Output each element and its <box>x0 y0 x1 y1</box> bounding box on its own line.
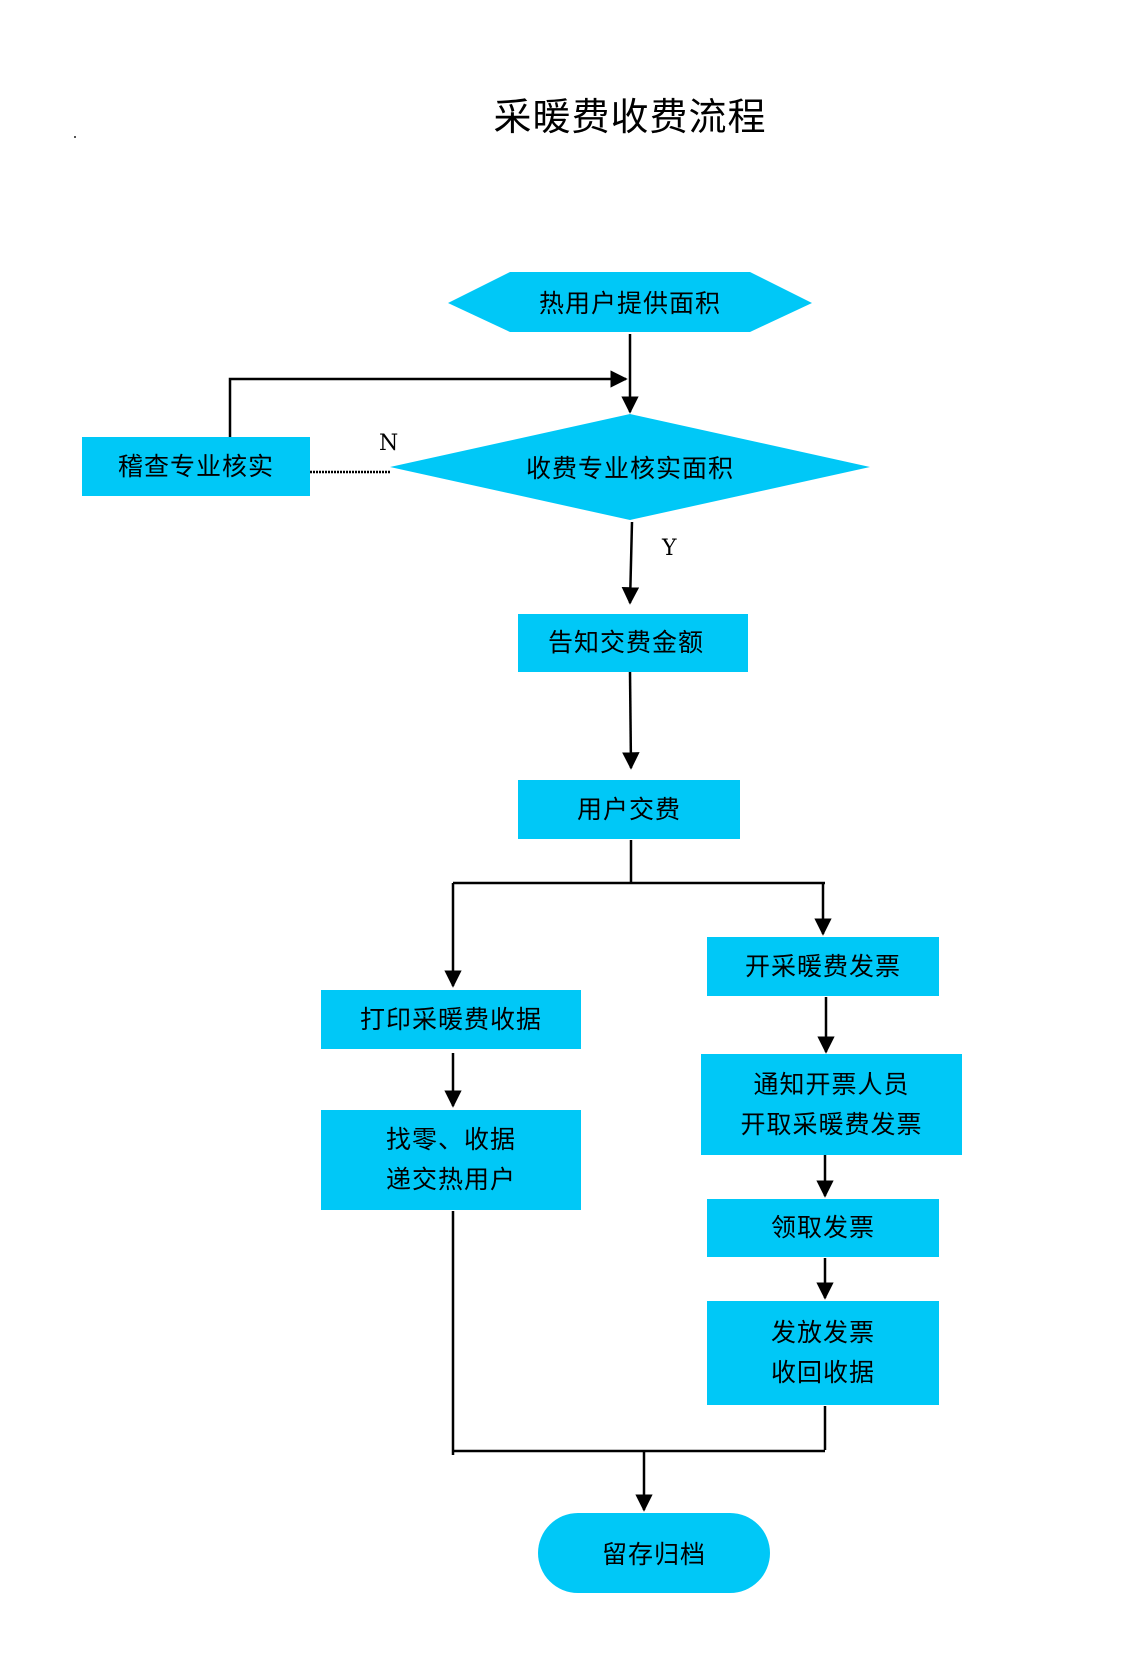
edge-audit-loop <box>228 370 628 437</box>
page-title: 采暖费收费流程 <box>493 95 767 139</box>
check-area-node-label: 收费专业核实面积 <box>525 454 734 483</box>
check-area-diamond <box>390 414 870 520</box>
distribute-node: 发放发票 收回收据 <box>707 1301 939 1405</box>
stray-dot <box>74 136 76 138</box>
edge-label-yes: Y <box>662 536 677 561</box>
archive-node-label: 留存归档 <box>601 1540 706 1569</box>
issue-invoice-node: 开采暖费发票 <box>707 937 939 996</box>
edge-notify-pay <box>622 671 640 770</box>
edge-yes-notify <box>621 521 640 605</box>
get-invoice-node: 领取发票 <box>707 1199 939 1257</box>
start-node-label: 热用户提供面积 <box>538 289 721 318</box>
change-receipt-node: 找零、收据 递交热用户 <box>321 1110 581 1210</box>
audit-node: 稽查专业核实 <box>82 437 310 496</box>
notify-staff-node: 通知开票人员 开取采暖费发票 <box>701 1054 962 1155</box>
user-pay-node: 用户交费 <box>518 780 740 839</box>
connectors <box>228 334 835 1512</box>
print-receipt-node: 打印采暖费收据 <box>321 990 581 1049</box>
edge-label-no: N <box>379 431 399 456</box>
notify-amount-node: 告知交费金额 <box>518 614 748 672</box>
start-hexagon <box>448 272 812 332</box>
archive-terminal <box>538 1513 770 1593</box>
